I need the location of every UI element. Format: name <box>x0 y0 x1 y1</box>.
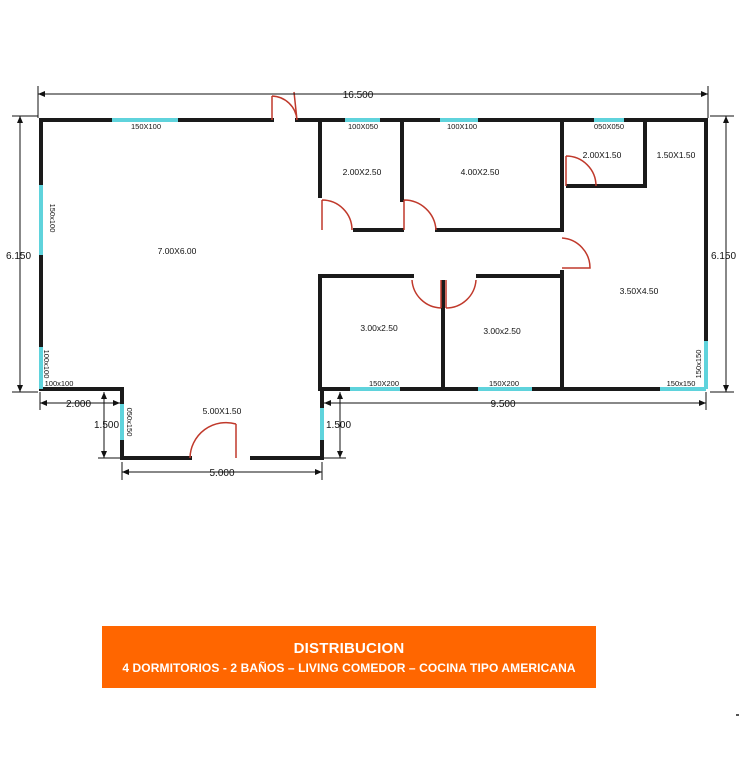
room-bath-2: 1.50X1.50 <box>657 150 696 160</box>
door-main <box>271 91 298 121</box>
room-bedroom-4: 3.00x2.50 <box>483 326 521 336</box>
banner-subtitle: 4 DORMITORIOS - 2 BAÑOS – LIVING COMEDOR… <box>122 661 576 675</box>
door-kitchen <box>561 237 591 269</box>
room-bedroom-2: 4.00X2.50 <box>461 167 500 177</box>
window-label-bottom-c: 150x150 <box>667 379 696 388</box>
door-lower-right <box>445 279 477 309</box>
walls <box>39 118 708 460</box>
window-label-bottom-left: 100x100 <box>45 379 74 388</box>
dim-bay-depth-right: 1.500 <box>326 420 351 431</box>
dim-overall-width: 16.500 <box>343 90 374 101</box>
corner-mark <box>736 714 739 716</box>
window-labels: 150X100 100X050 100X100 050X050 150x100 … <box>42 122 703 436</box>
dimension-lines <box>12 86 734 480</box>
window-label-bay-left: 050x150 <box>125 408 134 437</box>
window-label-top-living: 150X100 <box>131 122 161 131</box>
window-label-left-upper: 150x100 <box>48 204 57 233</box>
door-room2 <box>403 199 437 231</box>
banner-title: DISTRIBUCION <box>293 640 405 657</box>
room-bay: 5.00X1.50 <box>203 406 242 416</box>
room-bedroom-1: 2.00X2.50 <box>343 167 382 177</box>
window-label-bottom-a: 150X200 <box>369 379 399 388</box>
dim-bay-depth-left: 1.500 <box>94 420 119 431</box>
dim-bottom-right-width: 9.500 <box>490 399 515 410</box>
window-label-left-lower: 100x100 <box>42 350 51 379</box>
window-label-top-room2: 100X100 <box>447 122 477 131</box>
window-label-right: 150x150 <box>694 350 703 379</box>
dim-left-height: 6.150 <box>6 251 31 262</box>
doors <box>189 91 597 459</box>
door-bath1 <box>565 155 597 187</box>
wall-int-bath2 <box>596 118 647 188</box>
room-living: 7.00X6.00 <box>158 246 197 256</box>
dim-bottom-left-offset: 2.000 <box>66 399 91 410</box>
room-labels: 7.00X6.00 2.00X2.50 4.00X2.50 2.00X1.50 … <box>158 150 696 416</box>
door-room1 <box>321 199 353 231</box>
window-label-bottom-b: 150X200 <box>489 379 519 388</box>
door-lower-left <box>411 279 442 309</box>
windows <box>39 118 708 440</box>
door-bay <box>189 421 237 459</box>
room-bath-1: 2.00X1.50 <box>583 150 622 160</box>
distribution-banner: DISTRIBUCION 4 DORMITORIOS - 2 BAÑOS – L… <box>102 626 596 688</box>
dim-right-height: 6.150 <box>711 251 736 262</box>
window-label-top-room1: 100X050 <box>348 122 378 131</box>
floor-plan: 16.500 6.150 6.150 2.000 9.500 1.500 1.5… <box>6 86 736 480</box>
room-kitchen: 3.50X4.50 <box>620 286 659 296</box>
room-bedroom-3: 3.00x2.50 <box>360 323 398 333</box>
dimension-labels: 16.500 6.150 6.150 2.000 9.500 1.500 1.5… <box>6 90 736 479</box>
window-label-top-bath: 050X050 <box>594 122 624 131</box>
dim-bay-width: 5.000 <box>209 468 234 479</box>
